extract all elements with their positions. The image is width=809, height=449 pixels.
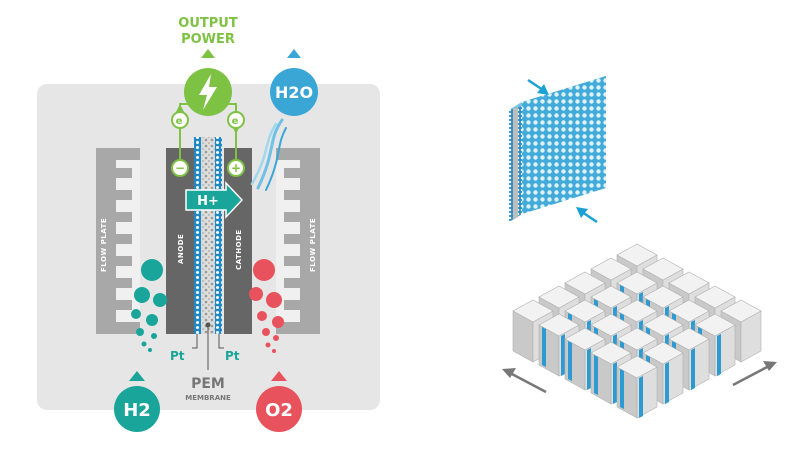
h2o-label: H2O (275, 83, 313, 102)
h2-label: H2 (123, 400, 151, 421)
o2-label: O2 (265, 400, 293, 421)
terminal-positive: + (227, 159, 245, 177)
anode (166, 148, 194, 334)
svg-text:+: + (231, 161, 241, 175)
h2-circle (114, 386, 160, 432)
anode-label: ANODE (177, 234, 185, 264)
stack-array (512, 243, 762, 419)
output-power-label-line2: POWER (181, 32, 235, 47)
svg-text:e: e (176, 116, 183, 127)
membrane-label: MEMBRANE (185, 394, 231, 402)
water-vapor-streams (250, 118, 287, 191)
svg-text:-: - (185, 113, 188, 120)
flow-plate-left: FLOW PLATE (96, 148, 140, 334)
cathode-label: CATHODE (235, 229, 243, 270)
cathode (224, 148, 252, 334)
pem-membrane (201, 137, 215, 334)
proton-arrow: H+ (185, 181, 244, 219)
stack-cell (616, 355, 658, 419)
lightning-icon (199, 74, 217, 110)
pt-label-cathode: Pt (225, 349, 240, 363)
membrane-assembly-3d (509, 76, 606, 222)
electron-badge-left: e - (171, 111, 189, 129)
pt-label-anode: Pt (170, 349, 185, 363)
flow-plate-left-label: FLOW PLATE (100, 218, 108, 272)
output-power-label-line1: OUTPUT (178, 16, 238, 31)
electron-badge-right: e - (227, 111, 245, 129)
flow-plate-right-label: FLOW PLATE (309, 218, 317, 272)
catalyst-layer-cathode (215, 137, 222, 334)
h2o-circle (270, 68, 318, 116)
o2-circle (256, 386, 302, 432)
svg-text:-: - (241, 113, 244, 120)
compression-arrows (527, 78, 598, 224)
flow-plate-right: FLOW PLATE (276, 148, 320, 334)
svg-text:e: e (232, 116, 239, 127)
oxygen-bubbles (249, 259, 284, 353)
terminal-negative: − (171, 159, 189, 177)
h-plus-label: H+ (197, 194, 219, 209)
expansion-arrows (502, 361, 777, 394)
pem-label: PEM (191, 376, 225, 392)
svg-text:−: − (175, 161, 185, 175)
catalyst-layer-anode (194, 137, 201, 334)
hydrogen-bubbles (131, 259, 167, 352)
